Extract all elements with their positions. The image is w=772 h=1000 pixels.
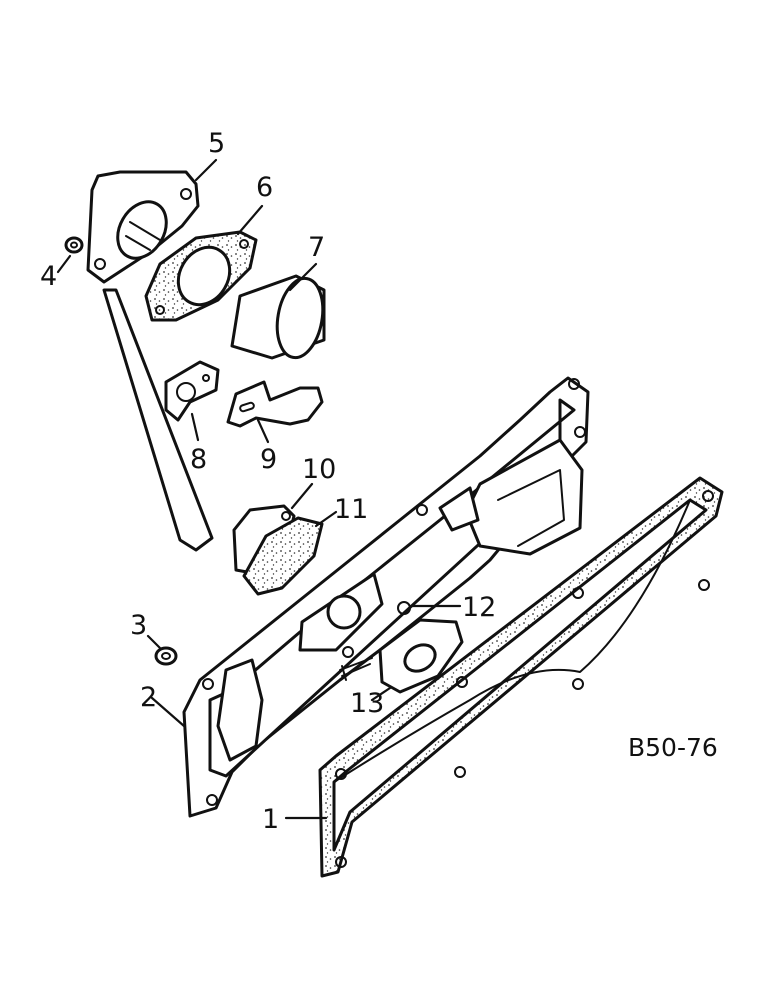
washer-part-4 [64, 236, 84, 254]
callout-13: 13 [350, 688, 384, 719]
callout-12: 12 [462, 592, 496, 623]
callout-3: 3 [130, 610, 147, 641]
callout-labels: 1 2 3 4 5 6 7 8 9 10 11 12 13 [40, 128, 496, 835]
callout-10: 10 [302, 454, 336, 485]
breather-tube-part-5 [86, 170, 214, 552]
callout-1: 1 [262, 804, 279, 835]
callout-11: 11 [334, 494, 368, 525]
callout-7: 7 [308, 232, 325, 263]
flange-gasket-part-6 [144, 230, 258, 322]
filter-element-part-7 [230, 274, 326, 360]
outlet-fitting-part-13 [339, 618, 464, 694]
callout-8: 8 [190, 444, 207, 475]
callout-2: 2 [140, 682, 157, 713]
washer-part-3 [154, 646, 178, 666]
callout-9: 9 [260, 444, 277, 475]
clip-part-8 [164, 360, 220, 422]
gasket-part-1 [318, 476, 724, 878]
figure-code: B50-76 [628, 733, 718, 762]
manifold-housing-part-2 [182, 376, 590, 818]
leader-lines [56, 158, 462, 820]
plate-gasket-part-11 [242, 516, 324, 596]
callout-4: 4 [40, 261, 57, 292]
bracket-part-9 [226, 380, 324, 428]
callout-6: 6 [256, 172, 273, 203]
callout-5: 5 [208, 128, 225, 159]
